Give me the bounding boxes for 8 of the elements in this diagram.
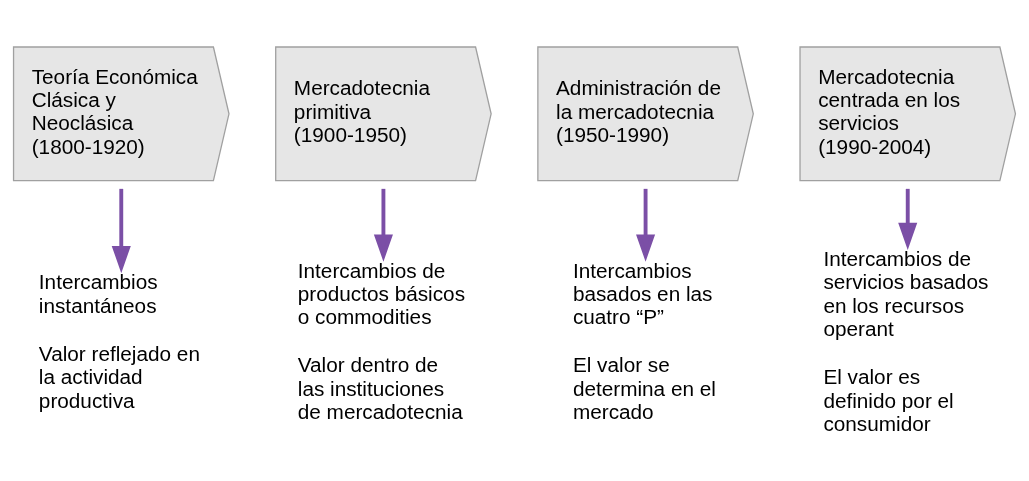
arrow [111, 188, 131, 273]
node-text: Intercambios basados en las cuatro “P” El valor se determina en el mercado [572, 258, 716, 423]
node-text: Intercambios de productos básicos o commodities Valor dentro de las instituciones de mercadotecnia [297, 258, 466, 423]
arrow [636, 188, 656, 262]
node-text: Intercambios instantáneos Valor reflejado en la actividad productiva [38, 269, 200, 412]
arrow [373, 188, 393, 262]
arrow [898, 188, 918, 250]
node-text: Intercambios de servicios basados en los recursos operant El valor es definido por el consumidor [823, 246, 989, 435]
